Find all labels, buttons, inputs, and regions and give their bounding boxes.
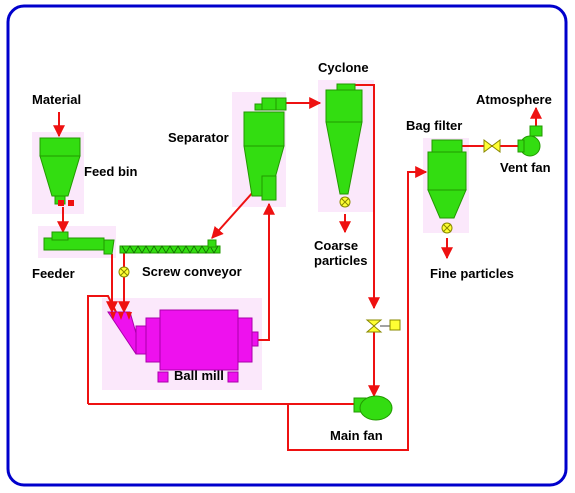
rotary-valve-icon <box>441 222 453 234</box>
mill-feed-arrows <box>110 312 132 320</box>
valve-icon <box>483 139 501 153</box>
label-cyclone: Cyclone <box>318 60 369 75</box>
fan-icon <box>517 125 543 157</box>
valve-icon <box>365 319 401 333</box>
label-fine-particles: Fine particles <box>430 266 514 281</box>
label-separator: Separator <box>168 130 229 145</box>
rotary-valve-icon <box>118 266 130 278</box>
label-feeder: Feeder <box>32 266 75 281</box>
cyclone <box>325 83 363 195</box>
label-bag-filter: Bag filter <box>406 118 462 133</box>
label-material: Material <box>32 92 81 107</box>
screw-conveyor <box>119 239 221 254</box>
label-ball-mill: Ball mill <box>174 368 224 383</box>
feeder <box>43 231 115 255</box>
label-feed-bin: Feed bin <box>84 164 138 179</box>
label-vent-fan: Vent fan <box>500 160 551 175</box>
main-fan <box>353 395 393 421</box>
ball-mill <box>107 309 259 383</box>
label-coarse-particles-2: particles <box>314 253 367 268</box>
rotary-valve-icon <box>339 196 351 208</box>
bag-filter <box>427 139 467 219</box>
label-main-fan: Main fan <box>330 428 383 443</box>
label-coarse-particles-1: Coarse <box>314 238 358 253</box>
rotary-valve-icon <box>58 200 74 206</box>
separator <box>243 97 287 201</box>
label-screw-conveyor: Screw conveyor <box>142 264 242 279</box>
feed-bin <box>39 137 81 205</box>
flow-lines <box>53 84 542 451</box>
label-atmosphere: Atmosphere <box>476 92 552 107</box>
